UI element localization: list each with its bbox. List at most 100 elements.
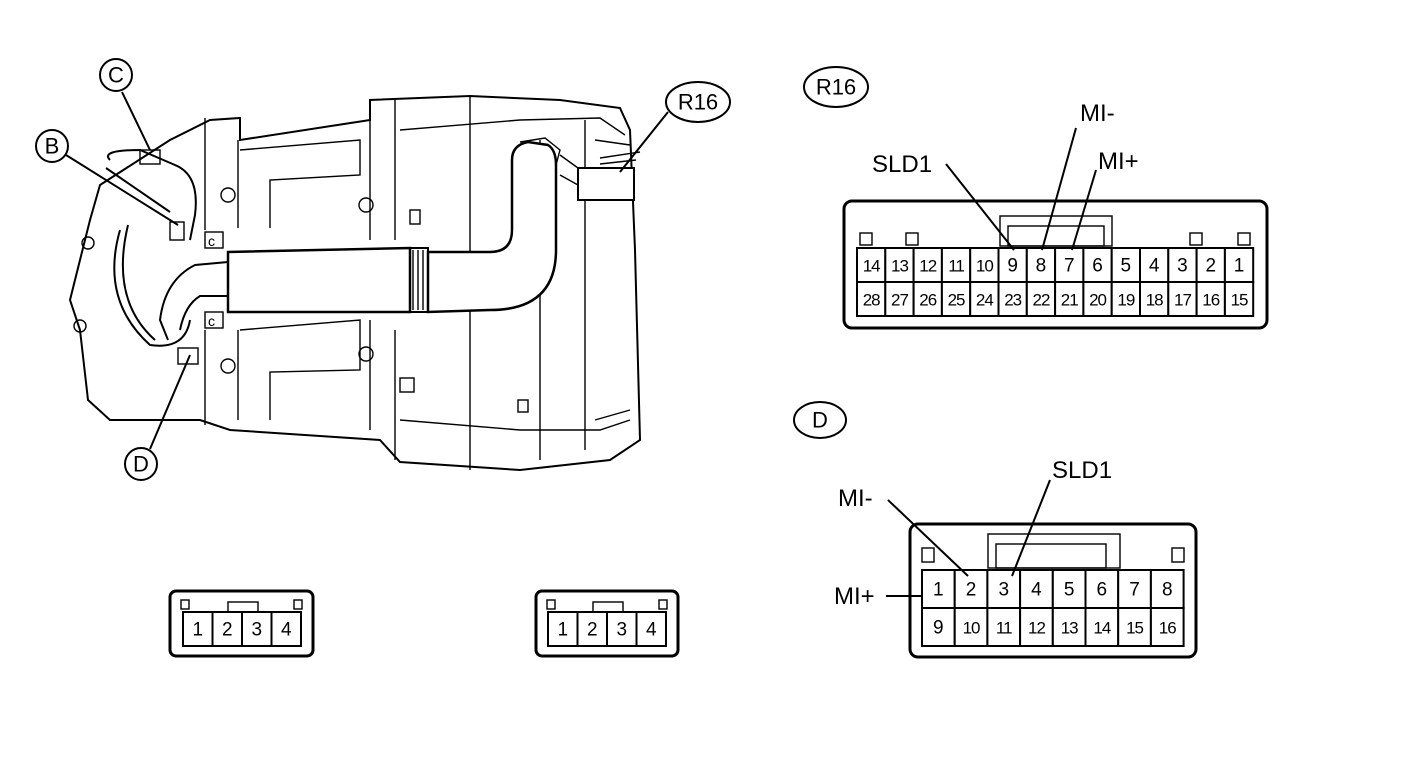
r16-pin-23: 23 <box>997 281 1028 317</box>
d-pin-7: 7 <box>1117 569 1152 609</box>
r16-pin-label: 18 <box>1146 291 1163 310</box>
d-pin-1: 1 <box>921 569 956 609</box>
r16-pin-label: 11 <box>948 257 964 276</box>
r16-pin-label: 12 <box>919 257 936 276</box>
r16-pin-label: 8 <box>1036 256 1047 277</box>
r16-pin-10: 10 <box>969 247 1000 283</box>
r16-pin-label: 7 <box>1064 256 1075 277</box>
r16-label-mi-minus: MI- <box>1080 100 1115 127</box>
r16-pin-16: 16 <box>1195 281 1226 317</box>
d-pin-9: 9 <box>921 607 956 647</box>
d-pin-label: 14 <box>1093 619 1110 638</box>
r16-pin-4: 4 <box>1139 247 1170 283</box>
steering-column-assembly: c c <box>68 94 642 472</box>
r16-pin-8: 8 <box>1025 247 1057 283</box>
callout-b-label: B <box>45 134 60 159</box>
c-pin-label: 4 <box>646 620 657 641</box>
d-pin-label: 16 <box>1159 619 1176 638</box>
c-pin-label: 3 <box>616 620 627 641</box>
d-pin-5: 5 <box>1051 569 1087 609</box>
c-pin-4: 4 <box>635 611 667 647</box>
d-pin-10: 10 <box>953 607 989 647</box>
r16-pin-label: 13 <box>891 257 908 276</box>
d-pin-15: 15 <box>1117 607 1152 647</box>
d-pin-12: 12 <box>1019 607 1054 647</box>
b-pin-3: 3 <box>241 611 273 647</box>
b-pin-1: 1 <box>182 611 214 647</box>
r16-pin-20: 20 <box>1082 281 1113 317</box>
d-pin-label: 9 <box>933 618 944 639</box>
r16-pin-label: 19 <box>1117 291 1134 310</box>
d-pin-3: 3 <box>986 569 1022 609</box>
r16-pin-label: 23 <box>1004 291 1021 310</box>
r16-pin-label: 20 <box>1089 291 1106 310</box>
r16-pin-label: 9 <box>1007 256 1018 277</box>
c-pin-label: 1 <box>557 620 568 641</box>
d-pin-11: 11 <box>986 607 1022 647</box>
r16-pin-27: 27 <box>884 281 915 317</box>
callout-r16: R16 <box>619 81 731 173</box>
r16-pin-label: 16 <box>1202 291 1219 310</box>
r16-pin-label: 4 <box>1149 256 1160 277</box>
d-label-mi-plus: MI+ <box>834 583 875 610</box>
d-pin-label: 13 <box>1061 619 1078 638</box>
r16-pin-2: 2 <box>1195 247 1226 283</box>
c-pin-label: 2 <box>587 620 598 641</box>
r16-pin-label: 10 <box>976 257 993 276</box>
c-pin-2: 2 <box>576 611 608 647</box>
r16-pin-label: 2 <box>1205 256 1216 277</box>
b-pin-4: 4 <box>270 611 302 647</box>
svg-text:c: c <box>208 233 215 249</box>
r16-pin-21: 21 <box>1054 281 1085 317</box>
d-pin-label: 11 <box>996 619 1012 638</box>
b-pin-label: 4 <box>281 620 292 641</box>
d-pin-label: 1 <box>933 580 944 601</box>
d-pin-label: 10 <box>963 619 980 638</box>
r16-pin-label: 3 <box>1177 256 1188 277</box>
r16-pin-13: 13 <box>884 247 915 283</box>
r16-pin-22: 22 <box>1025 281 1057 317</box>
d-pin-label: 3 <box>998 580 1009 601</box>
r16-pin-15: 15 <box>1223 281 1255 317</box>
d-pin-label: 8 <box>1162 580 1173 601</box>
d-pin-label: 12 <box>1028 619 1045 638</box>
c-pin-1: 1 <box>547 611 579 647</box>
r16-pin-26: 26 <box>912 281 943 317</box>
b-pin-label: 1 <box>192 620 203 641</box>
callout-d: D <box>124 354 191 481</box>
connector-d-tag: D <box>812 408 828 433</box>
r16-pin-19: 19 <box>1110 281 1141 317</box>
callout-d-label: D <box>133 452 149 477</box>
d-pin-label: 15 <box>1126 619 1143 638</box>
r16-pin-9: 9 <box>997 247 1028 283</box>
d-pin-8: 8 <box>1149 569 1185 609</box>
callout-c-label: C <box>108 63 124 88</box>
d-pin-16: 16 <box>1149 607 1185 647</box>
r16-pin-11: 11 <box>940 247 972 283</box>
r16-pin-label: 5 <box>1121 256 1132 277</box>
r16-label-sld1: SLD1 <box>872 151 932 178</box>
r16-pin-label: 21 <box>1061 291 1078 310</box>
r16-pin-label: 1 <box>1234 256 1245 277</box>
d-pin-4: 4 <box>1019 569 1054 609</box>
r16-pin-14: 14 <box>856 247 887 283</box>
r16-pin-label: 28 <box>863 291 880 310</box>
b-pin-2: 2 <box>211 611 243 647</box>
r16-pin-12: 12 <box>912 247 943 283</box>
b-pin-label: 2 <box>222 620 233 641</box>
d-pin-label: 4 <box>1031 580 1042 601</box>
d-pin-13: 13 <box>1051 607 1087 647</box>
r16-pin-6: 6 <box>1082 247 1113 283</box>
r16-pin-label: 27 <box>891 291 908 310</box>
r16-pin-label: 15 <box>1231 291 1248 310</box>
r16-pin-17: 17 <box>1167 281 1198 317</box>
d-pin-label: 2 <box>966 580 977 601</box>
r16-pin-label: 17 <box>1174 291 1191 310</box>
r16-pin-label: 22 <box>1032 291 1049 310</box>
d-pin-label: 6 <box>1097 580 1108 601</box>
callout-r16-label: R16 <box>678 90 718 115</box>
